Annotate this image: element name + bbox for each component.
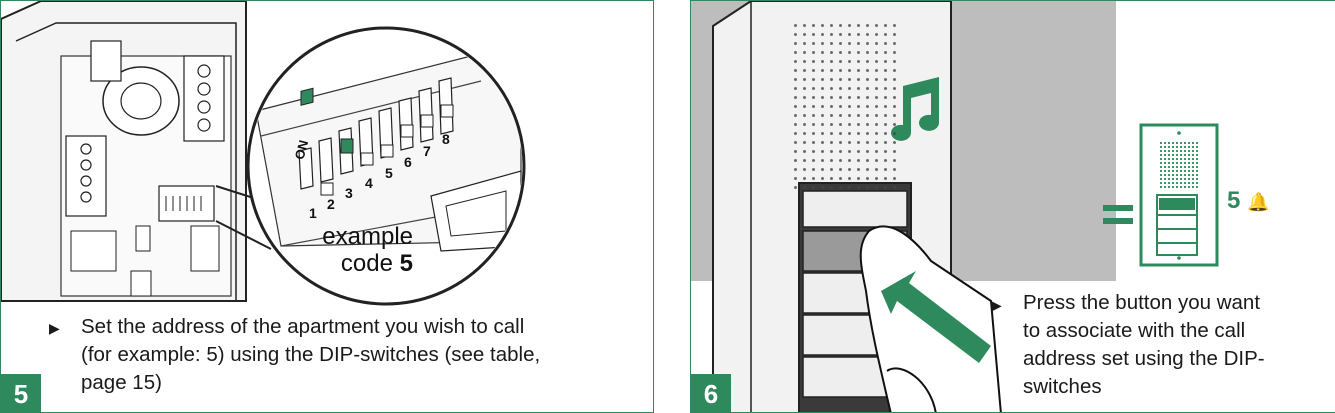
instruction-line: page 15)	[81, 371, 162, 394]
music-note-icon	[891, 77, 939, 141]
switch-number: 5	[385, 165, 393, 181]
example-callout: example code 5	[301, 223, 413, 277]
code-label: code	[340, 250, 393, 277]
on-label: ON	[292, 138, 312, 161]
dip-switch-illustration: ON 1 2 3 4 5 6 7 8	[1, 1, 526, 306]
step-6-panel: 5 🔔 ▶ Press the button you want to assoc…	[690, 0, 1335, 413]
step-5-instruction: Set the address of the apartment you wis…	[81, 313, 641, 397]
result-code: 5	[1227, 187, 1241, 214]
dip-switch-1-on	[300, 87, 314, 106]
instruction-line: to associate with the call	[1023, 319, 1246, 342]
switch-number: 3	[345, 185, 353, 201]
instruction-line: Set the address of the apartment you wis…	[81, 315, 525, 338]
example-code-value: 5	[399, 250, 413, 277]
instruction-line: switches	[1023, 375, 1102, 398]
bell-icon: 🔔	[1247, 192, 1270, 212]
instruction-line: (for example: 5) using the DIP-switches …	[81, 343, 541, 366]
instruction-line: address set using the DIP-	[1023, 347, 1265, 370]
dip-switch-3-on	[340, 138, 354, 154]
switch-number: 8	[442, 131, 450, 147]
mini-speaker-grille	[1159, 141, 1199, 189]
step-5-panel: ON 1 2 3 4 5 6 7 8 example code 5 ▶ Set …	[0, 0, 654, 413]
equals-sign	[1103, 205, 1133, 224]
instruction-line: Press the button you want	[1023, 291, 1261, 314]
switch-number: 2	[327, 196, 335, 212]
result-code-group: 5 🔔	[1227, 187, 1269, 215]
switch-number: 6	[404, 154, 412, 170]
step-number-badge: 5	[1, 374, 41, 412]
bullet-arrow-icon: ▶	[49, 320, 60, 336]
example-code-line: code 5	[301, 250, 413, 277]
speaker-grille	[791, 21, 896, 191]
bullet-arrow-icon: ▶	[991, 297, 1002, 313]
switch-number: 4	[365, 175, 373, 191]
step-number-badge: 6	[691, 374, 731, 412]
switch-number: 1	[309, 205, 317, 221]
switch-number: 7	[423, 143, 431, 159]
press-arrow-icon	[881, 271, 991, 363]
example-label: example	[322, 223, 413, 250]
step-6-instruction: Press the button you want to associate w…	[1023, 289, 1333, 401]
